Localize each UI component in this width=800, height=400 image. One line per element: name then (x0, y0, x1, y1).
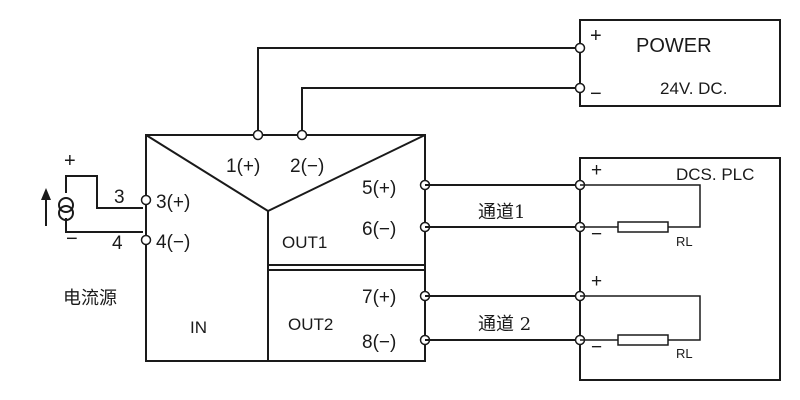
dcs-plc-box (579, 157, 781, 381)
terminal-4 (140, 234, 152, 246)
current-source-label: 电流源 (63, 288, 117, 309)
terminal-6-label: 6(−) (362, 219, 396, 240)
channel-1-label: 通道1 (478, 202, 525, 223)
wire-power-plus (257, 47, 580, 131)
dcs-loop-2 (580, 295, 701, 341)
terminal-1 (252, 129, 264, 141)
terminal-5-label: 5(+) (362, 178, 396, 199)
current-source-lower-circle (58, 205, 74, 221)
power-plus-terminal (574, 42, 586, 54)
resistor-rl-1 (617, 221, 669, 233)
wire-source-plus (65, 175, 143, 209)
terminal-3 (140, 194, 152, 206)
terminal-7-label: 7(+) (362, 287, 396, 308)
rl-1-label: RL (676, 234, 693, 249)
dcs-plc-title: DCS. PLC (676, 165, 754, 184)
power-minus-terminal (574, 82, 586, 94)
power-title: POWER (636, 35, 712, 57)
power-box (579, 19, 781, 107)
dcs-ch2-minus-sign: − (591, 337, 602, 358)
power-spec: 24V. DC. (660, 79, 727, 98)
out2-label: OUT2 (288, 315, 333, 334)
dcs-loop-1 (580, 184, 701, 228)
power-plus-sign: + (590, 25, 602, 47)
channel-2-label: 通道 2 (478, 314, 531, 335)
wire-power-minus (301, 87, 580, 131)
rl-2-label: RL (676, 346, 693, 361)
terminal-2 (296, 129, 308, 141)
current-direction-arrow-icon (41, 188, 51, 226)
dcs-ch1-minus-sign: − (591, 224, 602, 245)
source-minus-sign: − (66, 228, 78, 250)
source-node-3-label: 3 (114, 187, 125, 208)
power-minus-sign: − (590, 83, 602, 105)
terminal-4-label: 4(−) (156, 232, 190, 253)
wire-source-minus (65, 218, 143, 233)
terminal-8-label: 8(−) (362, 332, 396, 353)
dcs-ch1-plus-sign: + (591, 160, 602, 181)
dcs-ch2-plus-sign: + (591, 271, 602, 292)
terminal-1-label: 1(+) (226, 156, 260, 177)
module-box (145, 134, 426, 362)
resistor-rl-2 (617, 334, 669, 346)
current-source-upper-circle (58, 197, 74, 213)
terminal-2-label: 2(−) (290, 156, 324, 177)
in-label: IN (190, 318, 207, 337)
terminal-3-label: 3(+) (156, 192, 190, 213)
source-plus-sign: + (64, 150, 76, 172)
source-node-4-label: 4 (112, 233, 123, 254)
out1-label: OUT1 (282, 233, 327, 252)
